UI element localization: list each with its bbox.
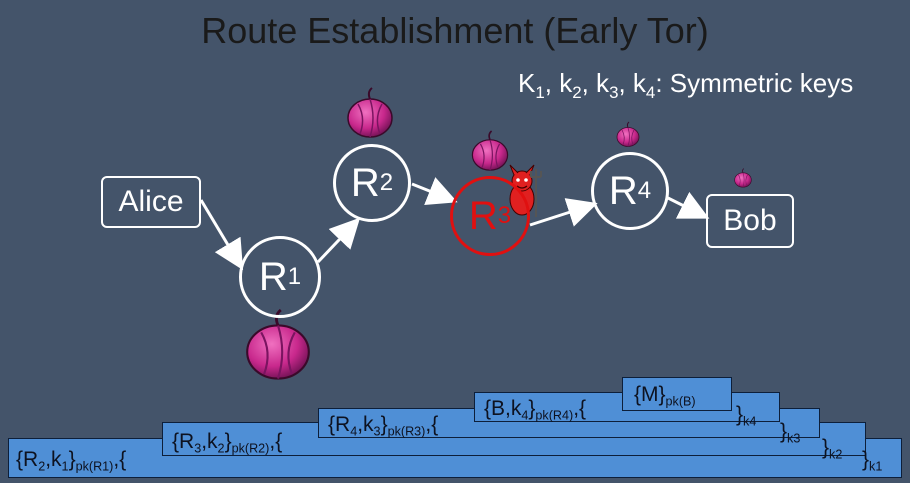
keys-note-text: , k (581, 68, 610, 98)
layer-4-close: }k4 (736, 403, 757, 429)
keys-note-text: K (518, 68, 536, 98)
keys-note-sub: 2 (572, 82, 582, 102)
onion-icon (616, 121, 640, 147)
keys-note-text: , k (544, 68, 573, 98)
arrow-icon (199, 199, 244, 271)
relay-letter: R (468, 193, 498, 238)
layer-5-text: {M}pk(B) (634, 383, 696, 409)
relay-letter: R (608, 168, 638, 213)
layer-2-close: }k2 (822, 436, 843, 462)
slide-title: Route Establishment (Early Tor) (201, 10, 709, 51)
keys-note-sub: 1 (535, 82, 545, 102)
layer-1-close: }k1 (862, 448, 883, 474)
arrow-icon (316, 217, 361, 264)
keys-note: K1, k2, k3, k4: Symmetric keys (518, 68, 854, 102)
layer-4-text: {B,k4}pk(R4),{ (484, 397, 587, 423)
alice-node: Alice (101, 176, 201, 228)
onion-icon (347, 87, 393, 138)
onion-icon (245, 308, 311, 381)
arrow-icon (411, 177, 458, 206)
alice-label: Alice (118, 185, 184, 218)
layer-3-text: {R4,k3}pk(R3),{ (328, 413, 439, 439)
keys-note-text: : Symmetric keys (655, 68, 854, 98)
layer-1-text: {R2,k1}pk(R1),{ (16, 448, 127, 474)
bob-node: Bob (706, 194, 794, 248)
onion-icon (734, 168, 752, 188)
arrow-icon (667, 191, 710, 219)
layer-3-close: }k3 (780, 420, 801, 446)
onion-icon (471, 130, 509, 171)
keys-note-sub: 4 (645, 82, 656, 102)
onion-layer-5 (622, 377, 732, 411)
keys-note-text: , k (618, 68, 646, 98)
relay-letter: R (258, 254, 288, 299)
bob-label: Bob (723, 204, 777, 237)
arrow-icon (529, 198, 598, 227)
relay-letter: R (350, 160, 380, 205)
keys-note-sub: 3 (609, 82, 619, 102)
layer-2-text: {R3,k2}pk(R2),{ (172, 430, 283, 456)
